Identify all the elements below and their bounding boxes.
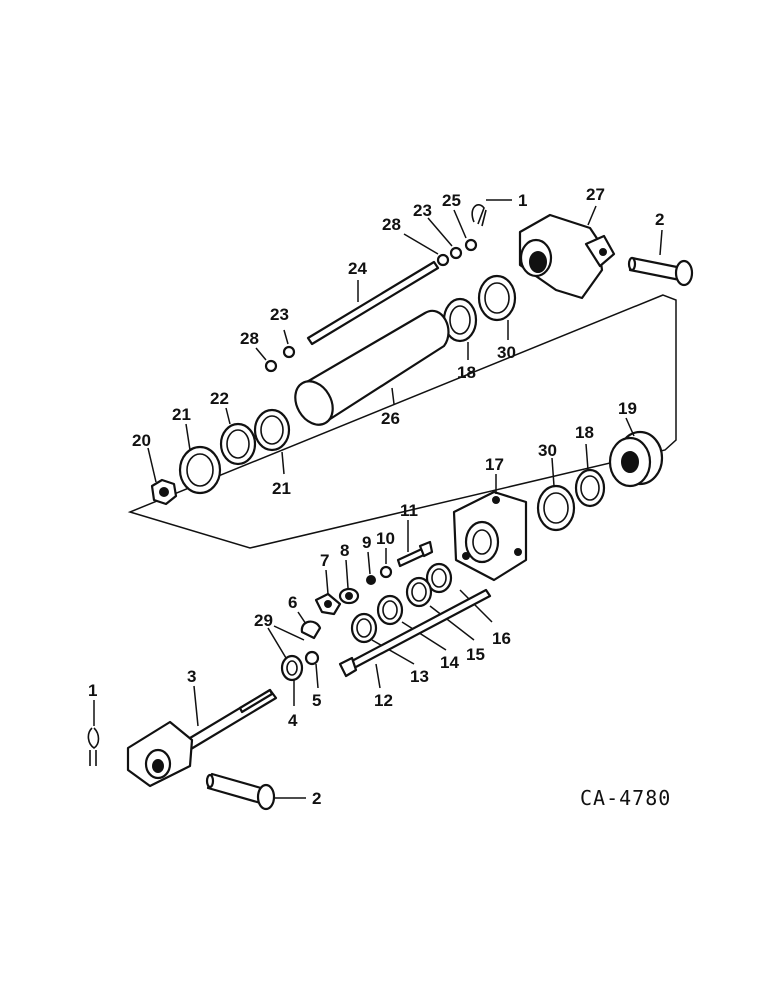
bolt-12: [338, 588, 492, 678]
leader-15: [429, 605, 475, 641]
label-28-mid: 28: [240, 329, 259, 348]
cotter-pin-top: [471, 204, 487, 227]
leader-18-right: [585, 443, 589, 471]
ring-28-top: [436, 253, 450, 267]
label-17: 17: [485, 455, 504, 474]
label-7: 7: [320, 551, 329, 570]
label-1-top: 1: [518, 191, 527, 210]
diagram-code: CA-4780: [580, 786, 671, 810]
label-30-top: 30: [497, 343, 516, 362]
label-8: 8: [340, 541, 349, 560]
label-10: 10: [376, 529, 395, 548]
tie-rod-24: [306, 260, 440, 346]
leader-27: [587, 205, 597, 226]
leader-3: [193, 685, 199, 727]
label-21-top: 21: [172, 405, 191, 424]
ring-10: [379, 565, 393, 579]
spring-8: [338, 587, 360, 605]
leader-19: [625, 417, 635, 437]
leader-16: [459, 589, 493, 623]
ball-9: [366, 575, 376, 585]
wing-nut-7: [314, 592, 342, 616]
leader-2-top: [659, 229, 663, 256]
leader-21-top: [185, 423, 191, 451]
ring-16: [425, 562, 453, 594]
leader-6: [297, 611, 307, 625]
leader-22: [225, 407, 231, 425]
leader-29b: [273, 625, 305, 641]
label-21-bot: 21: [272, 479, 291, 498]
label-23-top: 23: [413, 201, 432, 220]
label-2-top: 2: [655, 210, 664, 229]
ring-14: [376, 594, 404, 626]
label-22: 22: [210, 389, 229, 408]
label-4: 4: [288, 711, 298, 730]
assembly-bracket: [127, 294, 677, 549]
leader-7: [325, 569, 329, 595]
label-29: 29: [254, 611, 273, 630]
ring-15: [405, 576, 433, 608]
leader-21-bot: [281, 451, 285, 475]
ring-13: [350, 612, 378, 644]
leader-20: [147, 447, 157, 483]
washer-5: [304, 650, 320, 666]
leader-28-mid: [255, 347, 267, 361]
label-26: 26: [381, 409, 400, 428]
label-12: 12: [374, 691, 393, 710]
label-1-bot: 1: [88, 681, 97, 700]
label-5: 5: [312, 691, 321, 710]
leader-8: [345, 559, 349, 589]
cylinder-tube-26: [294, 309, 450, 426]
leader-26: [391, 387, 395, 405]
leader-13: [371, 639, 415, 665]
ring-6: [300, 620, 322, 640]
label-9: 9: [362, 533, 371, 552]
screw-11: [396, 540, 434, 568]
cotter-pin-bot: [87, 727, 100, 766]
label-16: 16: [492, 629, 511, 648]
label-18-top: 18: [457, 363, 476, 382]
label-28-top: 28: [382, 215, 401, 234]
label-24: 24: [348, 259, 367, 278]
clip-4: [280, 654, 304, 682]
label-13: 13: [410, 667, 429, 686]
label-30-right: 30: [538, 441, 557, 460]
label-14: 14: [440, 653, 459, 672]
label-2-bot: 2: [312, 789, 321, 808]
end-cap-17: [452, 490, 528, 582]
leader-14: [401, 621, 447, 651]
ring-28-mid: [264, 359, 278, 373]
label-27: 27: [586, 185, 605, 204]
leader-23-top: [427, 217, 453, 247]
cylinder-head-housing: [518, 213, 616, 300]
ring-23-top: [449, 246, 463, 260]
label-25: 25: [442, 191, 461, 210]
leader-23-mid: [283, 329, 289, 345]
piston-19: [608, 430, 664, 488]
leader-29a: [267, 627, 287, 659]
label-6: 6: [288, 593, 297, 612]
label-15: 15: [466, 645, 485, 664]
nut-20: [150, 478, 178, 506]
label-23-mid: 23: [270, 305, 289, 324]
piston-rod-3: [126, 688, 278, 788]
leader-9: [367, 551, 371, 575]
leader-12: [375, 663, 381, 689]
leader-28-top: [403, 233, 439, 255]
label-11: 11: [400, 501, 418, 520]
clevis-pin-bot: [205, 772, 276, 811]
leader-5: [315, 663, 319, 689]
ring-23-mid: [282, 345, 296, 359]
seal-18-right: [574, 468, 606, 508]
leader-30-right: [551, 457, 555, 487]
clevis-pin-top: [627, 256, 694, 287]
label-18-right: 18: [575, 423, 594, 442]
leader-25: [453, 209, 467, 239]
label-3: 3: [187, 667, 196, 686]
ring-25: [464, 238, 478, 252]
label-20: 20: [132, 431, 151, 450]
label-19: 19: [618, 399, 637, 418]
